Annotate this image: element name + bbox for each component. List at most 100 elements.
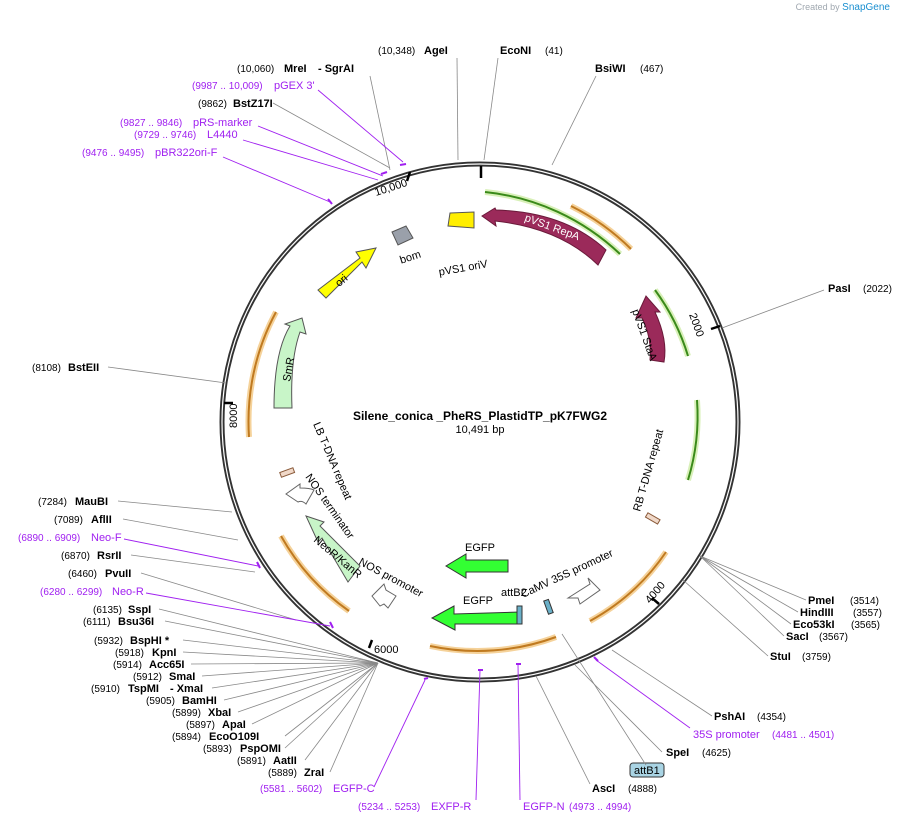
mark-pgex: [399, 163, 407, 166]
saci-name[interactable]: SacI: [786, 631, 809, 643]
pspomi-name[interactable]: PspOMI: [240, 743, 281, 755]
bamhi-pos: (5905): [146, 696, 175, 707]
nos-promoter-arrow[interactable]: [371, 583, 397, 609]
egfp-arrow-2[interactable]: [430, 605, 521, 631]
camv-box[interactable]: [543, 598, 554, 615]
maubi-name[interactable]: MauBI: [75, 496, 108, 508]
kpni-name[interactable]: KpnI: [152, 647, 176, 659]
arc-8: [247, 311, 277, 438]
smr-arrow[interactable]: [273, 317, 307, 409]
rsrii-name[interactable]: RsrII: [97, 550, 121, 562]
enzyme-leader-lines: [107, 57, 825, 785]
nos-terminator-arrow[interactable]: [285, 483, 315, 505]
mrei-name[interactable]: MreI: [284, 63, 307, 75]
leader-econi: [483, 57, 499, 161]
neo-r-name[interactable]: Neo-R: [112, 586, 144, 598]
pmei-pos: (3514): [850, 596, 879, 607]
leader-sgrai: [369, 75, 391, 171]
maubi-pos: (7284): [38, 497, 67, 508]
stui-name[interactable]: StuI: [770, 651, 791, 663]
leader-bsteii: [107, 366, 227, 384]
arc-2: [484, 191, 621, 255]
egfp-arrow-1[interactable]: [445, 553, 509, 579]
acc65i-name[interactable]: Acc65I: [149, 659, 184, 671]
sspi-name[interactable]: SspI: [128, 604, 151, 616]
asci-name[interactable]: AscI: [592, 783, 615, 795]
egfp-c-name[interactable]: EGFP-C: [333, 783, 375, 795]
lb-box[interactable]: [279, 467, 296, 478]
tspmi-name[interactable]: TspMI: [128, 683, 159, 695]
l4440-pos: (9729 .. 9746): [134, 130, 196, 141]
leader-pgex: [317, 89, 404, 163]
attb2-box[interactable]: [516, 605, 523, 625]
prs-marker-pos: (9827 .. 9846): [120, 118, 182, 129]
bsiwi-name[interactable]: BsiWI: [595, 63, 626, 75]
attb1-badge[interactable]: [629, 762, 665, 778]
leader-bsphi: [182, 639, 379, 664]
pvuii-pos: (6460): [68, 569, 97, 580]
leader-smai: [201, 662, 379, 677]
leader-kpni: [182, 651, 379, 664]
leader-pvuii: [140, 572, 297, 621]
smai-name[interactable]: SmaI: [169, 671, 195, 683]
leader-attb1: [561, 633, 647, 766]
pshai-name[interactable]: PshAI: [714, 711, 745, 723]
mark-neo-f: [256, 561, 261, 569]
egfp-n-name[interactable]: EGFP-N: [523, 801, 565, 813]
aatii-name[interactable]: AatII: [273, 755, 297, 767]
pgex-pos: (9987 .. 10,009): [192, 81, 263, 92]
pvs1-oriv-box[interactable]: [447, 211, 475, 229]
aflii-name[interactable]: AflII: [91, 514, 112, 526]
rb-box[interactable]: [644, 512, 661, 525]
bstz17i-name[interactable]: BstZ17I: [233, 98, 273, 110]
l4440-name[interactable]: L4440: [207, 129, 238, 141]
camv-promoter-arrow[interactable]: [566, 577, 601, 605]
prs-marker-name[interactable]: pRS-marker: [193, 117, 253, 129]
ori-arrow[interactable]: [317, 247, 377, 299]
pbr322ori-name[interactable]: pBR322ori-F: [155, 147, 218, 159]
35s-promoter-name[interactable]: 35S promoter: [693, 729, 760, 741]
hindiii-name[interactable]: HindIII: [800, 607, 834, 619]
agei-name[interactable]: AgeI: [424, 45, 448, 57]
camv-promoter-label: CaMV 35S promoter: [519, 547, 615, 600]
bsteii-name[interactable]: BstEII: [68, 362, 99, 374]
neo-f-name[interactable]: Neo-F: [91, 532, 122, 544]
pmei-name[interactable]: PmeI: [808, 595, 834, 607]
tick-2000: 2000: [686, 312, 706, 339]
eco53ki-name[interactable]: Eco53kI: [793, 619, 835, 631]
rb-label: RB T-DNA repeat: [631, 428, 666, 513]
bsphi-name[interactable]: BspHI *: [130, 635, 170, 647]
neor-arrow[interactable]: [305, 515, 361, 583]
mrei-pos: (10,060): [237, 64, 274, 75]
exfp-r-name[interactable]: EXFP-R: [431, 801, 471, 813]
leader-spei: [574, 664, 663, 753]
tick-4000-mark: [651, 597, 660, 605]
bom-box[interactable]: [391, 225, 414, 246]
bamhi-name[interactable]: BamHI: [182, 695, 217, 707]
neo-r-pos: (6280 .. 6299): [40, 587, 102, 598]
zrai-name[interactable]: ZraI: [304, 767, 324, 779]
xbai-name[interactable]: XbaI: [208, 707, 231, 719]
leader-pmei: [699, 555, 807, 601]
pvuii-name[interactable]: PvuII: [105, 568, 131, 580]
exfp-r-pos: (5234 .. 5253): [358, 802, 420, 813]
spei-pos: (4625): [702, 748, 731, 759]
econi-pos: (41): [545, 46, 563, 57]
spei-name[interactable]: SpeI: [666, 747, 689, 759]
egfp-label-2: EGFP: [463, 595, 493, 607]
leader-sspi: [158, 608, 379, 664]
bsu36i-name[interactable]: Bsu36I: [118, 616, 154, 628]
econi-name[interactable]: EcoNI: [500, 45, 531, 57]
xmai-name[interactable]: - XmaI: [170, 683, 203, 695]
pvs1-staa-arrow[interactable]: [635, 295, 666, 363]
pasi-name[interactable]: PasI: [828, 283, 851, 295]
pvs1-repa-arrow[interactable]: [481, 207, 607, 266]
leader-neo-f: [123, 538, 259, 567]
credit-prefix: Created by: [795, 2, 840, 12]
leader-saci: [699, 555, 785, 637]
sgrai-name[interactable]: - SgrAI: [318, 63, 354, 75]
apai-name[interactable]: ApaI: [222, 719, 246, 731]
ecoo109i-name[interactable]: EcoO109I: [209, 731, 259, 743]
pgex-name[interactable]: pGEX 3': [274, 80, 315, 92]
leader-asci: [535, 675, 591, 785]
